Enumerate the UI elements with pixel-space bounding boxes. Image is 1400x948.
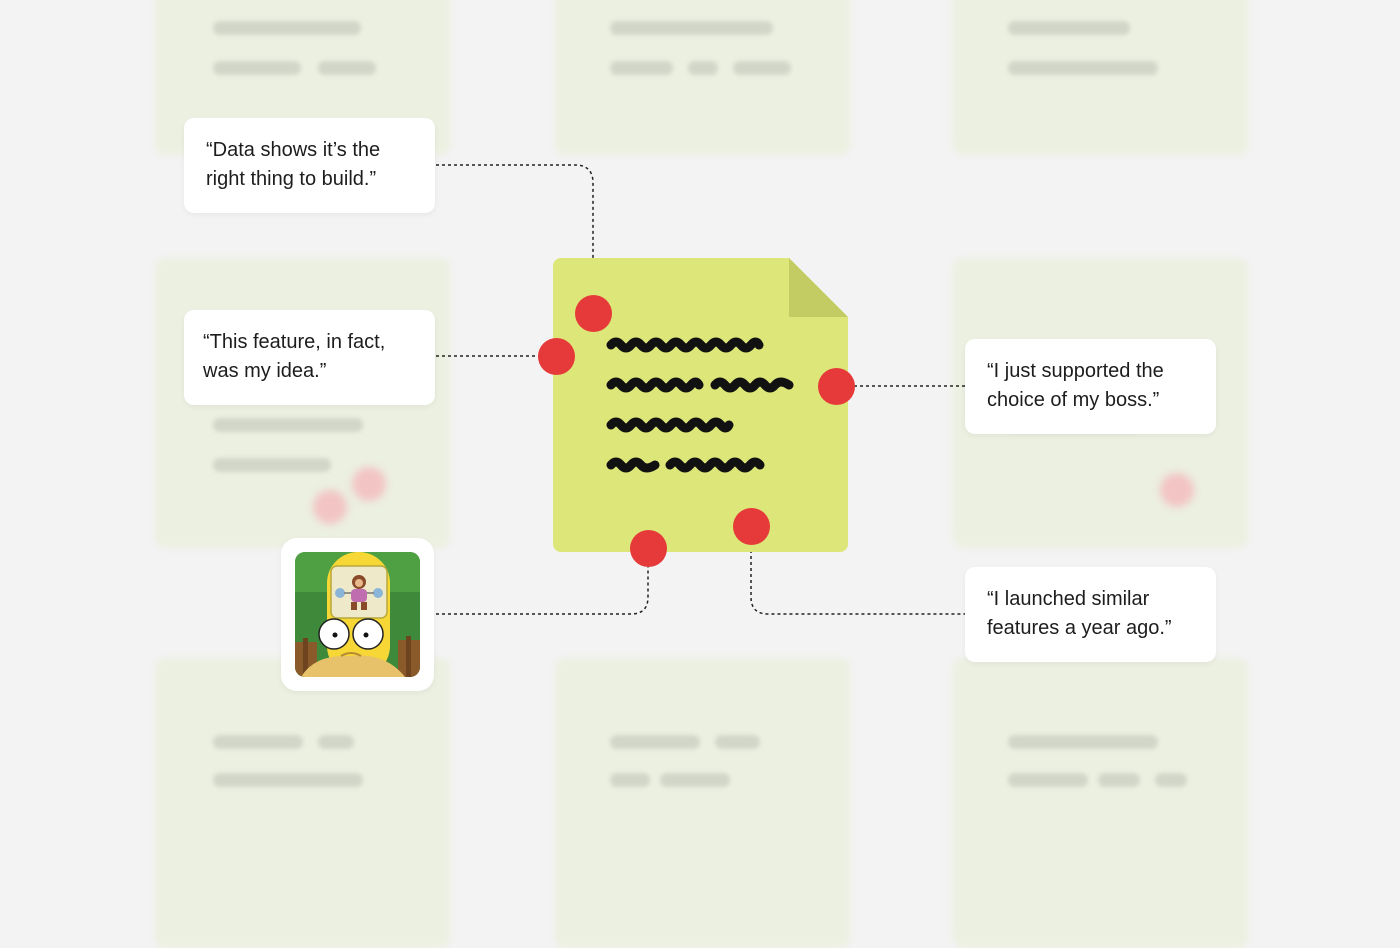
- background-scribble: [213, 61, 301, 75]
- background-scribble: [213, 21, 361, 35]
- quote-line: “Data shows it’s the: [206, 139, 381, 161]
- cartoon-brain-monkey-icon: [295, 552, 420, 677]
- quote-line: was my idea.”: [203, 360, 327, 382]
- quote-card-boss-choice: “I just supported the choice of my boss.…: [965, 339, 1216, 434]
- background-scribble: [318, 61, 376, 75]
- connector-lines: [436, 164, 965, 615]
- background-scribble: [715, 735, 760, 749]
- background-scribble: [213, 773, 363, 787]
- connector-data-shows: [436, 164, 594, 313]
- background-scribble: [1008, 773, 1088, 787]
- connector-launched-similar: [750, 526, 965, 615]
- pin-left: [538, 338, 575, 375]
- background-scribble: [1098, 773, 1140, 787]
- scribble-line: [606, 337, 764, 353]
- quote-card-launched-similar: “I launched similar features a year ago.…: [965, 567, 1216, 662]
- quote-line: right thing to build.”: [206, 168, 377, 190]
- scribble-line: [710, 377, 794, 393]
- background-scribble: [1155, 773, 1187, 787]
- background-scribble: [1008, 735, 1158, 749]
- pin-top: [575, 295, 612, 332]
- background-scribble: [318, 735, 354, 749]
- background-pin: [1160, 473, 1194, 507]
- quote-line: “I launched similar: [987, 588, 1150, 610]
- background-scribble: [610, 773, 650, 787]
- connector-avatar: [436, 548, 649, 615]
- pin-right: [818, 368, 855, 405]
- background-scribble: [1008, 61, 1158, 75]
- quote-line: choice of my boss.”: [987, 389, 1160, 411]
- scribble-line: [606, 457, 660, 473]
- quote-line: features a year ago.”: [987, 617, 1172, 639]
- quote-card-data-shows: “Data shows it’s the right thing to buil…: [184, 118, 435, 213]
- background-scribble: [688, 61, 718, 75]
- pin-bottom-left: [630, 530, 667, 567]
- background-scribble: [610, 735, 700, 749]
- quote-line: “This feature, in fact,: [203, 331, 386, 353]
- background-scribble: [660, 773, 730, 787]
- background-scribble: [610, 61, 673, 75]
- scribble-line: [606, 417, 734, 433]
- avatar-card: [281, 538, 434, 691]
- background-scribble: [213, 735, 303, 749]
- background-scribble: [610, 21, 773, 35]
- quote-line: “I just supported the: [987, 360, 1164, 382]
- quote-card-my-idea: “This feature, in fact, was my idea.”: [184, 310, 435, 405]
- pin-bottom-right: [733, 508, 770, 545]
- background-scribble: [213, 458, 331, 472]
- scribble-line: [606, 377, 704, 393]
- background-pin: [313, 490, 347, 524]
- background-scribble: [213, 418, 363, 432]
- background-pin: [352, 467, 386, 501]
- background-scribble: [733, 61, 791, 75]
- background-scribble: [1008, 21, 1130, 35]
- scribble-line: [665, 457, 765, 473]
